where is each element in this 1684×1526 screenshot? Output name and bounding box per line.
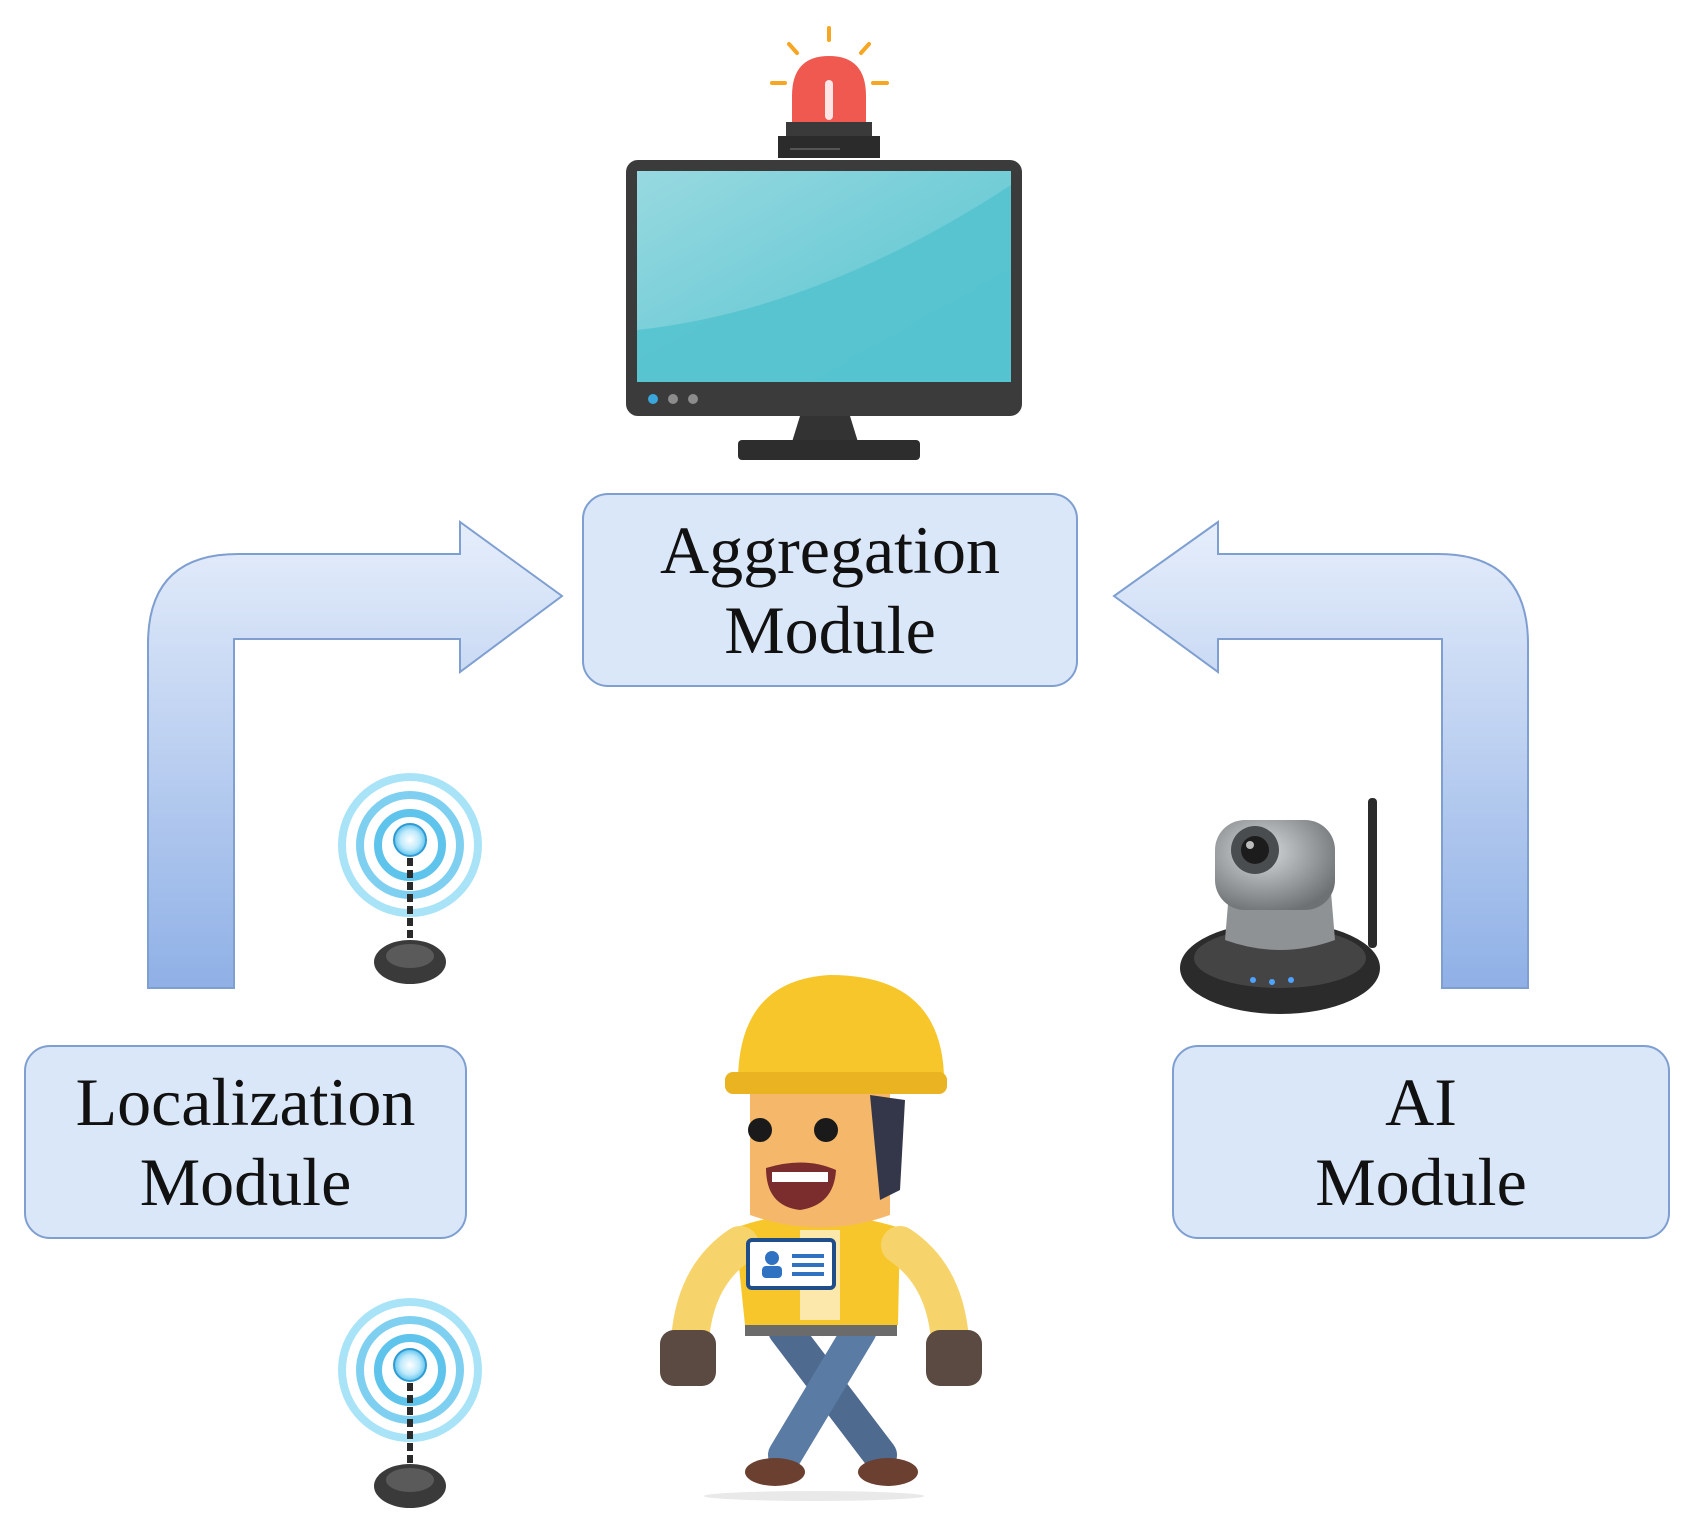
radio-beacon-icon (338, 773, 482, 984)
radio-beacon-icon (338, 1298, 482, 1508)
monitor-icon (626, 160, 1022, 460)
ai-module-box: AI Module (1172, 1045, 1670, 1239)
arrow-left-icon (1112, 520, 1529, 989)
aggregation-module-label-line1: Aggregation (660, 512, 1000, 588)
id-badge-icon (746, 1238, 836, 1290)
localization-module-label-line2: Module (139, 1144, 352, 1220)
construction-worker-icon (660, 975, 982, 1501)
ai-module-label-line1: AI (1385, 1064, 1457, 1140)
localization-module-label-line1: Localization (75, 1064, 416, 1140)
aggregation-module-label-line2: Module (724, 592, 936, 668)
arrow-right-icon (147, 520, 564, 989)
ai-module-label-line2: Module (1315, 1144, 1527, 1220)
siren-icon (770, 26, 889, 158)
localization-module-box: Localization Module (24, 1045, 467, 1239)
aggregation-module-box: Aggregation Module (582, 493, 1078, 687)
ip-camera-icon (1180, 798, 1380, 1014)
